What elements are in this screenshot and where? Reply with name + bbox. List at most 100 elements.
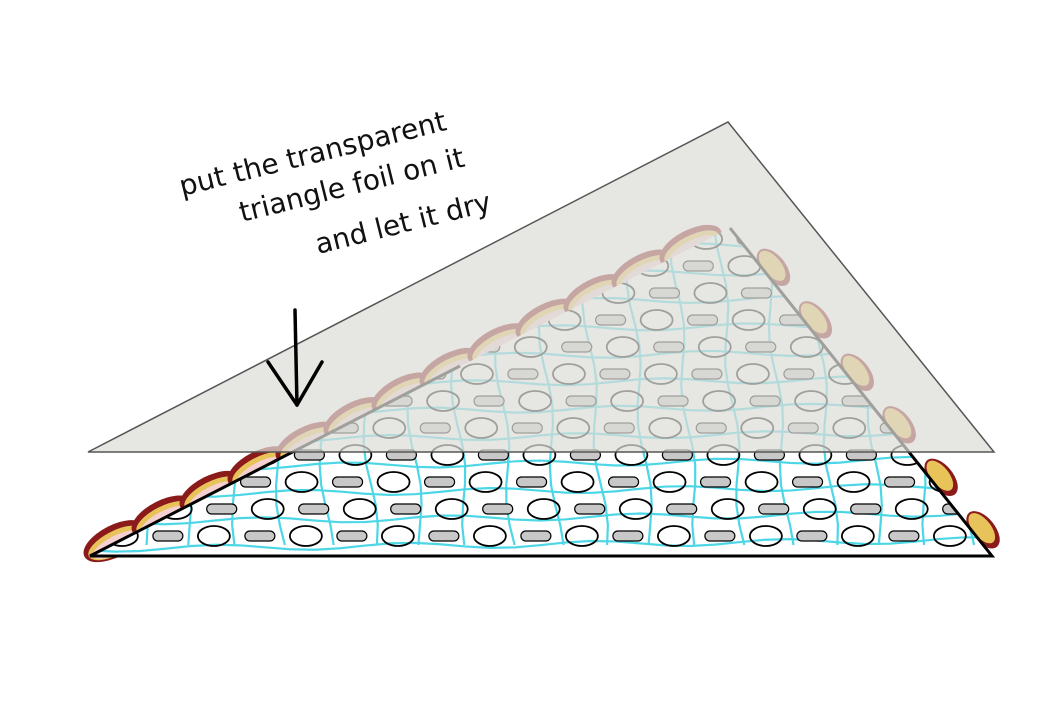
ellipse-mark — [0, 256, 24, 276]
ellipse-mark — [560, 471, 595, 493]
ellipse-mark — [55, 337, 87, 357]
hole-mark — [147, 476, 180, 488]
hole-mark — [298, 503, 330, 515]
hole-mark — [666, 503, 698, 515]
ellipse-mark — [0, 445, 3, 465]
down-arrow-icon — [266, 308, 324, 407]
hole-mark — [152, 530, 184, 542]
hole-mark — [520, 530, 552, 542]
ellipse-mark — [526, 498, 561, 520]
ellipse-mark — [233, 282, 268, 304]
ellipse-mark — [1004, 256, 1036, 276]
ellipse-mark — [973, 336, 992, 358]
hole-mark — [57, 477, 87, 487]
hole-mark — [406, 260, 438, 272]
grid-line — [90, 228, 105, 546]
ellipse-mark — [14, 526, 46, 546]
ellipse-mark — [100, 471, 135, 493]
ellipse-mark — [179, 309, 214, 331]
hole-mark — [423, 476, 456, 488]
hole-mark — [1, 234, 31, 244]
hole-mark — [92, 233, 124, 245]
grid-line — [24, 225, 55, 545]
hole-mark — [280, 287, 313, 299]
instruction-caption: put the transparent triangle foil on it … — [176, 104, 495, 260]
ellipse-mark — [1, 364, 33, 384]
ellipse-mark — [1022, 472, 1054, 492]
hole-mark — [23, 504, 53, 514]
ellipse-mark — [229, 228, 264, 250]
ellipse-mark — [184, 363, 218, 385]
hole-mark — [1013, 234, 1043, 244]
ellipse-mark — [986, 498, 992, 520]
ellipse-mark — [196, 525, 231, 547]
hole-mark — [184, 233, 216, 245]
hole-mark — [18, 450, 48, 460]
hole-mark — [244, 530, 276, 542]
hole-mark — [1017, 288, 1047, 298]
hole-mark — [883, 476, 916, 488]
hole-mark — [574, 503, 606, 515]
hole-mark — [44, 315, 74, 325]
hole-mark — [96, 287, 129, 299]
hole-mark — [460, 233, 492, 245]
hole-mark — [975, 476, 992, 488]
ellipse-mark — [250, 498, 285, 520]
ellipse-mark — [175, 255, 210, 277]
ellipse-mark — [271, 309, 306, 331]
hole-mark — [612, 530, 644, 542]
hole-mark — [1030, 450, 1060, 460]
ellipse-mark — [836, 471, 871, 493]
ellipse-mark — [359, 255, 394, 277]
ellipse-mark — [915, 309, 950, 331]
hole-mark — [704, 530, 736, 542]
ellipse-mark — [710, 498, 745, 520]
ellipse-mark — [0, 499, 8, 519]
ellipse-mark — [50, 283, 82, 303]
hole-mark — [5, 288, 35, 298]
ellipse-mark — [802, 498, 837, 520]
hole-mark — [10, 342, 40, 352]
hole-mark — [515, 476, 548, 488]
hole-mark — [1026, 396, 1056, 406]
ellipse-mark — [965, 228, 992, 250]
hole-mark — [850, 503, 882, 515]
hole-mark — [929, 341, 961, 353]
hole-mark — [967, 368, 992, 380]
grid-line — [0, 225, 5, 545]
ellipse-mark — [237, 336, 272, 358]
hole-mark — [920, 233, 952, 245]
ellipse-mark — [894, 498, 929, 520]
ellipse-mark — [90, 255, 118, 277]
ellipse-mark — [1017, 418, 1049, 438]
hole-mark — [699, 476, 732, 488]
transparent-foil — [87, 121, 996, 453]
ellipse-mark — [744, 471, 779, 493]
ellipse-mark — [1026, 526, 1058, 546]
hole-mark — [607, 476, 640, 488]
grid-line — [120, 228, 149, 546]
ellipse-mark — [145, 336, 180, 358]
ellipse-mark — [873, 228, 908, 250]
ellipse-mark — [137, 228, 172, 250]
hole-mark — [314, 260, 346, 272]
ellipse-mark — [911, 255, 946, 277]
hole-mark — [206, 503, 238, 515]
hole-mark — [958, 260, 990, 272]
ellipse-mark — [90, 498, 101, 520]
hole-mark — [482, 503, 514, 515]
hole-mark — [1022, 342, 1052, 352]
hole-mark — [227, 314, 259, 326]
hole-mark — [331, 476, 364, 488]
hole-mark — [14, 396, 44, 406]
ellipse-mark — [652, 471, 687, 493]
grid-line — [90, 483, 991, 498]
ellipse-mark — [932, 525, 967, 547]
ellipse-mark — [978, 390, 992, 412]
glue-bump — [926, 460, 954, 491]
ellipse-mark — [267, 255, 302, 277]
ellipse-mark — [877, 282, 912, 304]
ellipse-mark — [0, 310, 29, 330]
ellipse-mark — [90, 390, 92, 412]
ellipse-mark — [288, 525, 323, 547]
